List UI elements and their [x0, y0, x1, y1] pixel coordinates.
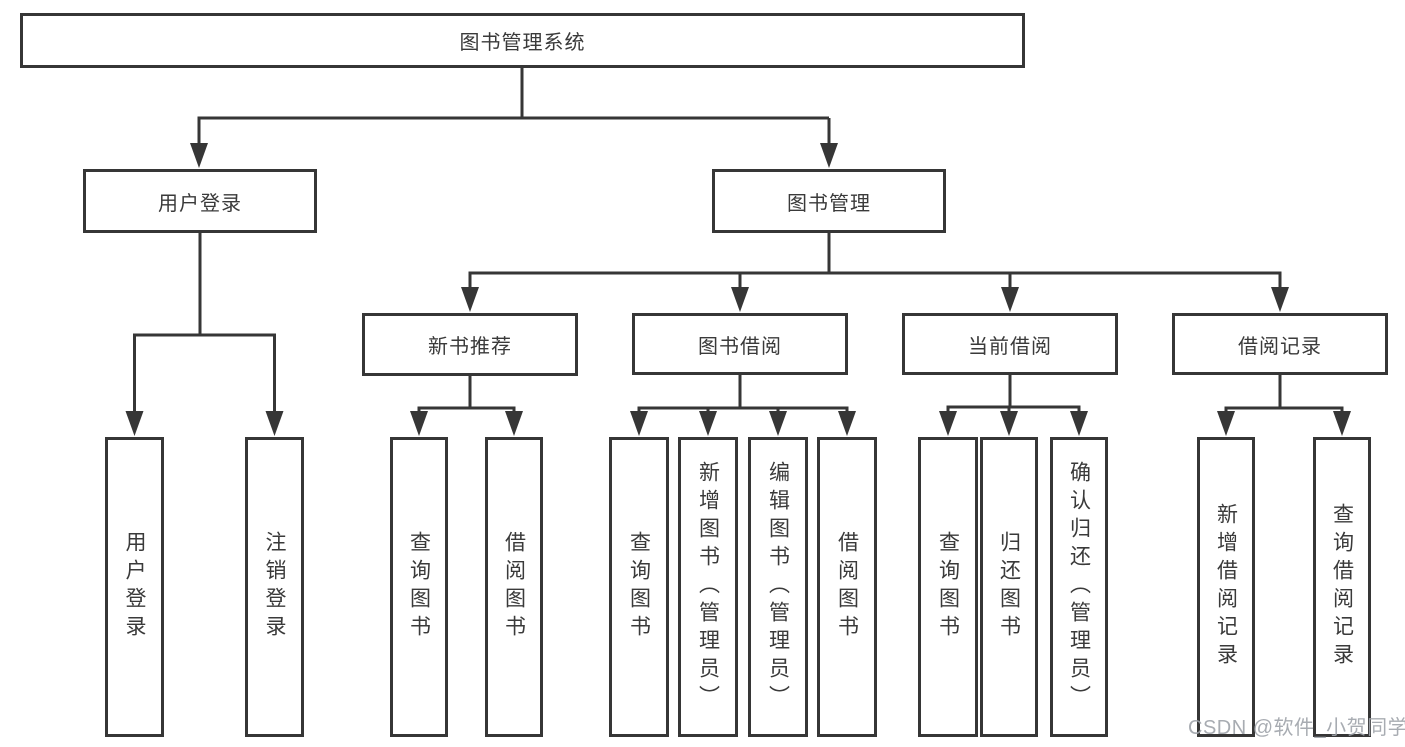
node-new-book-recommendation: 新书推荐: [362, 313, 578, 376]
connector-new-books: [417, 376, 516, 418]
arrowhead: [699, 411, 717, 436]
leaf-user-login: 用户登录: [105, 437, 164, 737]
arrowhead: [630, 411, 648, 436]
arrowhead: [838, 411, 856, 436]
arrowhead: [461, 287, 479, 312]
arrowhead: [1001, 287, 1019, 312]
node-book-management: 图书管理: [712, 169, 946, 233]
node-book-borrowing: 图书借阅: [632, 313, 848, 375]
arrowhead: [265, 411, 284, 436]
leaf-query-books-current: 查询图书: [918, 437, 978, 737]
arrowhead: [505, 411, 523, 436]
leaf-confirm-return-admin: 确认归还（管理员）: [1050, 437, 1108, 737]
node-borrowing-records: 借阅记录: [1172, 313, 1388, 375]
leaf-query-books-borrow: 查询图书: [609, 437, 669, 737]
arrowhead: [125, 411, 144, 436]
connector-root: [197, 68, 831, 150]
arrowhead: [1217, 411, 1235, 436]
leaf-query-borrow-record: 查询借阅记录: [1313, 437, 1371, 737]
leaf-logout: 注销登录: [245, 437, 304, 737]
leaf-add-borrow-record: 新增借阅记录: [1197, 437, 1255, 737]
watermark: CSDN @软件_小贺同学: [1188, 717, 1405, 739]
leaf-query-books-recommend: 查询图书: [390, 437, 448, 737]
arrowhead: [1070, 411, 1088, 436]
connector-book-borrow: [637, 375, 849, 418]
leaf-borrow-books: 借阅图书: [817, 437, 877, 737]
leaf-add-books-admin: 新增图书（管理员）: [678, 437, 738, 737]
arrowhead: [1000, 411, 1018, 436]
arrowhead: [410, 411, 428, 436]
leaf-borrow-books-recommend: 借阅图书: [485, 437, 543, 737]
arrowhead: [731, 287, 749, 312]
arrowhead: [1271, 287, 1289, 312]
arrowhead: [769, 411, 787, 436]
arrowhead: [939, 411, 957, 436]
arrowhead: [820, 143, 838, 168]
connector-book-mgmt: [468, 233, 1282, 294]
arrowhead: [190, 143, 208, 168]
arrowheads: [125, 143, 1351, 436]
node-user-login: 用户登录: [83, 169, 317, 233]
leaf-return-books: 归还图书: [980, 437, 1038, 737]
arrowhead: [1333, 411, 1351, 436]
node-root: 图书管理系统: [20, 13, 1025, 68]
node-current-borrowing: 当前借阅: [902, 313, 1118, 375]
leaf-edit-books-admin: 编辑图书（管理员）: [748, 437, 808, 737]
connector-user-login: [133, 233, 276, 418]
connector-borrow-records: [1224, 375, 1344, 418]
